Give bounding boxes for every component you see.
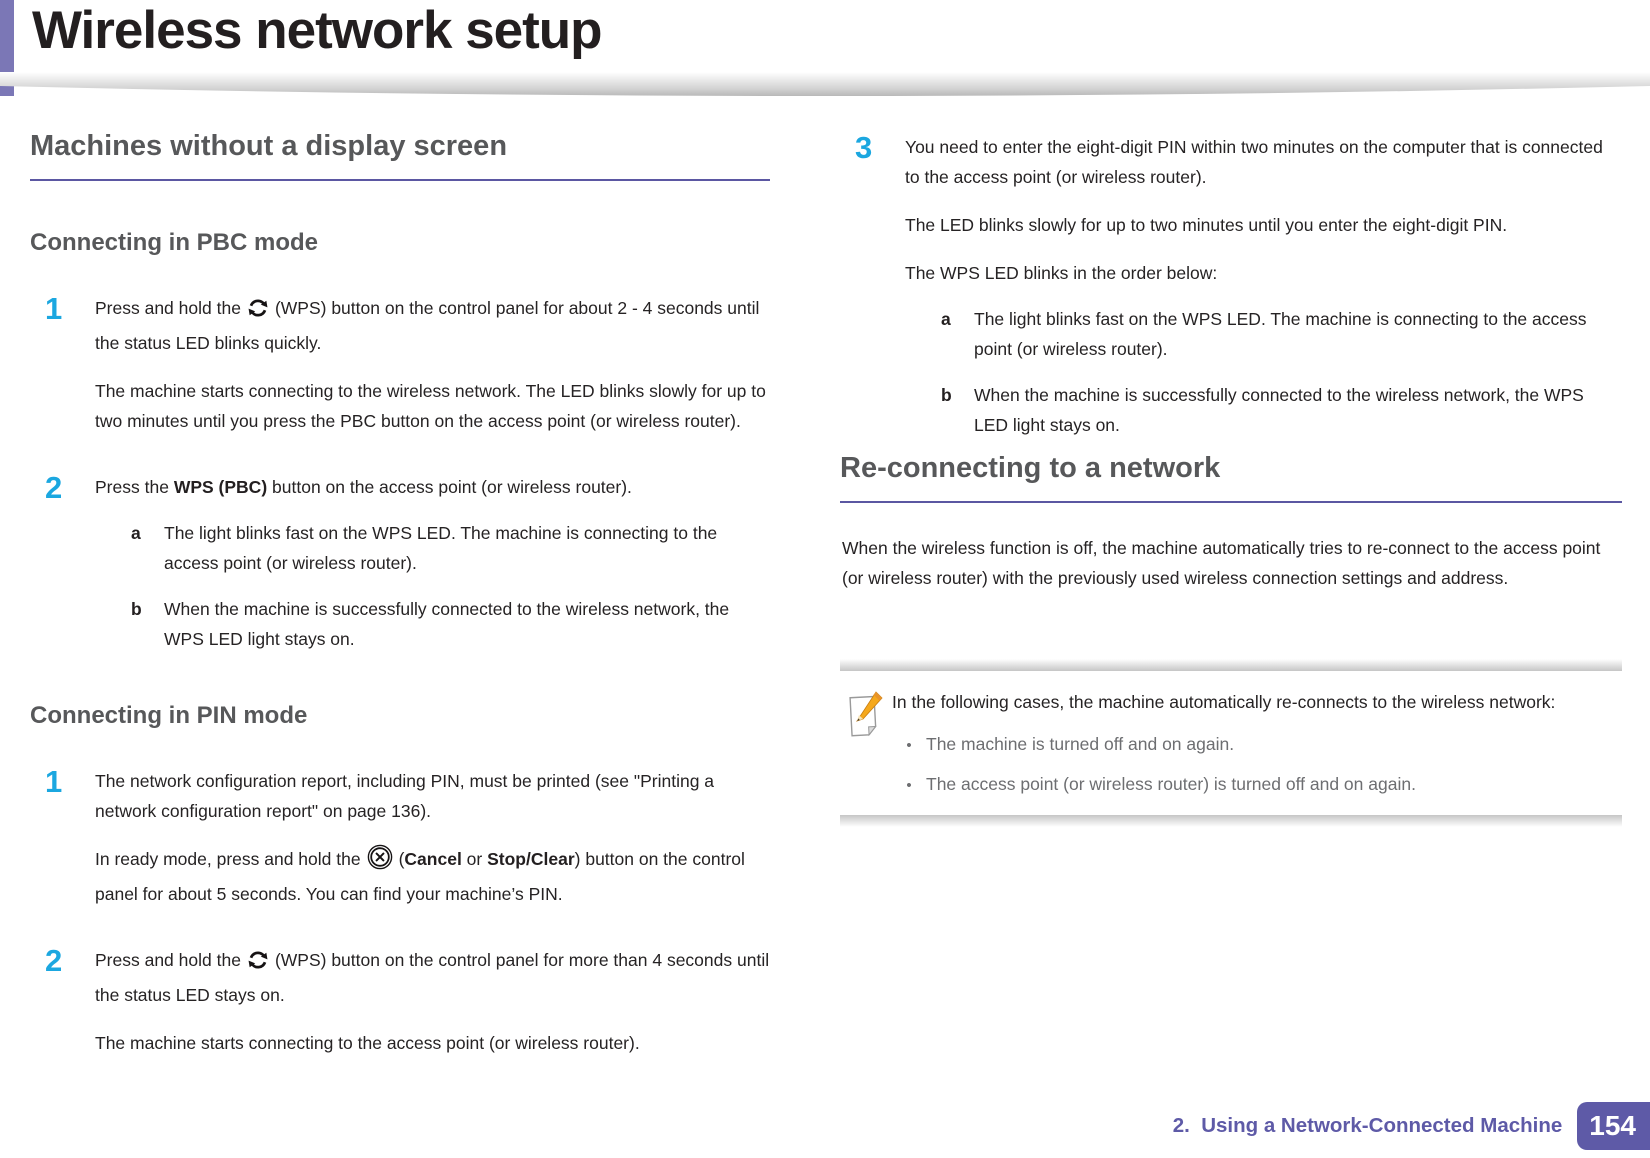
footer-chapter-title: 2. Using a Network-Connected Machine	[1172, 1114, 1563, 1137]
section-title-reconnect: Re-connecting to a network	[840, 452, 1622, 503]
bold-term: Stop/Clear	[487, 849, 575, 869]
page-title: Wireless network setup	[32, 1, 603, 60]
subitem-a: a The light blinks fast on the WPS LED. …	[905, 304, 1622, 364]
wps-icon	[247, 297, 269, 328]
step-text: You need to enter the eight-digit PIN wi…	[905, 137, 1603, 187]
note-bullet-text: The access point (or wireless router) is…	[926, 774, 1416, 794]
bold-term: WPS (PBC)	[173, 477, 268, 497]
subitem-marker: a	[131, 523, 141, 543]
header-divider-swoosh	[0, 72, 1650, 96]
subsection-title-pbc: Connecting in PBC mode	[30, 229, 318, 256]
note-intro: In the following cases, the machine auto…	[892, 692, 1556, 712]
footer-page-number: 154	[1577, 1102, 1650, 1150]
step-paragraph: The WPS LED blinks in the order below:	[905, 263, 1218, 283]
note-bullet: The access point (or wireless router) is…	[892, 769, 1596, 801]
step-pbc-2: 2 Press the WPS (PBC) button on the acce…	[30, 472, 770, 654]
column-left: Machines without a display screen Connec…	[30, 118, 770, 1058]
subitem-b: b When the machine is successfully conne…	[905, 380, 1622, 440]
bullet-dot-icon	[892, 729, 926, 761]
step-number: 1	[45, 291, 63, 326]
subitem-marker: b	[131, 599, 142, 619]
subitem-text: The light blinks fast on the WPS LED. Th…	[974, 309, 1587, 359]
subitem-b: b When the machine is successfully conne…	[95, 594, 770, 654]
page-footer: 2. Using a Network-Connected Machine 154	[1173, 1102, 1650, 1150]
step-paragraph: The machine starts connecting to the acc…	[95, 1033, 640, 1053]
bold-term: Cancel	[404, 849, 462, 869]
step-number: 2	[45, 470, 63, 505]
step-paragraph: In ready mode, press and hold the(Cancel…	[95, 844, 770, 909]
body-paragraph: When the wireless function is off, the m…	[842, 538, 1601, 588]
subsection-title-pin: Connecting in PIN mode	[30, 702, 308, 729]
note-top-border	[840, 659, 1622, 671]
step-text: Press the WPS (PBC) button on the access…	[95, 477, 632, 497]
step-text: Press and hold the(WPS) button on the co…	[95, 949, 770, 1005]
step-text: The network configuration report, includ…	[95, 771, 715, 821]
column-right: 3 You need to enter the eight-digit PIN …	[840, 118, 1622, 827]
step-paragraph: The LED blinks slowly for up to two minu…	[905, 215, 1508, 235]
wps-icon	[247, 949, 269, 980]
note-bottom-border	[840, 815, 1622, 827]
note-bullet-list: The machine is turned off and on again. …	[892, 729, 1596, 801]
subitem-text: When the machine is successfully connect…	[974, 385, 1584, 435]
bullet-dot-icon	[892, 769, 926, 801]
note-box: In the following cases, the machine auto…	[840, 659, 1622, 827]
section-title-machines: Machines without a display screen	[30, 130, 770, 181]
step-number: 1	[45, 764, 63, 799]
note-icon	[846, 687, 892, 801]
note-bullet: The machine is turned off and on again.	[892, 729, 1596, 761]
step-pin-3: 3 You need to enter the eight-digit PIN …	[840, 132, 1622, 440]
step-number: 3	[855, 130, 873, 165]
note-bullet-text: The machine is turned off and on again.	[926, 734, 1235, 754]
step-pin-2: 2 Press and hold the(WPS) button on the …	[30, 945, 770, 1058]
step-pin-1: 1 The network configuration report, incl…	[30, 766, 770, 909]
subitem-text: The light blinks fast on the WPS LED. Th…	[164, 523, 718, 573]
step-text: Press and hold the(WPS) button on the co…	[95, 297, 760, 353]
step-paragraph: The machine starts connecting to the wir…	[95, 381, 766, 431]
step-pbc-1: 1 Press and hold the(WPS) button on the …	[30, 293, 770, 436]
subitem-marker: a	[941, 309, 951, 329]
subitem-marker: b	[941, 385, 952, 405]
step-number: 2	[45, 943, 63, 978]
subitem-text: When the machine is successfully connect…	[164, 599, 730, 649]
cancel-icon	[367, 844, 393, 879]
subitem-a: a The light blinks fast on the WPS LED. …	[95, 518, 770, 578]
